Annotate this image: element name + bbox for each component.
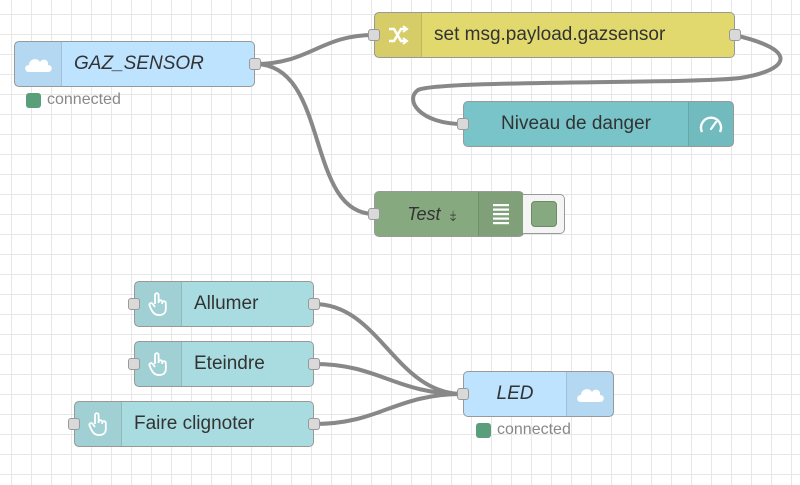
button-port[interactable]: [128, 298, 140, 310]
button-port[interactable]: [68, 418, 80, 430]
output-port[interactable]: [308, 298, 320, 310]
debug-arrow-icon: ⤈: [449, 206, 456, 223]
node-label: GAZ_SENSOR: [74, 53, 204, 74]
node-change[interactable]: set msg.payload.gazsensor: [368, 12, 741, 58]
node-label: Test ⤈: [407, 203, 456, 224]
status-gaz-sensor: connected: [26, 91, 121, 109]
node-label: Niveau de danger: [501, 113, 651, 134]
wire-allumer-to-led[interactable]: [312, 302, 465, 396]
input-port[interactable]: [457, 388, 469, 400]
output-port[interactable]: [249, 58, 261, 70]
output-port[interactable]: [308, 418, 320, 430]
wire-clignoter-to-led[interactable]: [312, 392, 465, 426]
node-label: Eteindre: [194, 353, 265, 374]
input-port[interactable]: [368, 208, 380, 220]
input-port[interactable]: [368, 29, 380, 41]
node-label: Faire clignoter: [134, 413, 255, 434]
gauge-icon: [688, 102, 733, 146]
node-gauge[interactable]: Niveau de danger: [457, 101, 734, 147]
node-gaz-sensor[interactable]: GAZ_SENSOR: [14, 41, 261, 87]
output-port[interactable]: [729, 29, 741, 41]
node-label: Allumer: [194, 293, 259, 314]
hand-pointer-icon: [135, 282, 182, 326]
input-port[interactable]: [457, 118, 469, 130]
node-allumer[interactable]: Allumer: [128, 281, 320, 327]
node-faire-clignoter[interactable]: Faire clignoter: [68, 401, 320, 447]
wire-eteindre-to-led[interactable]: [312, 362, 465, 396]
button-port[interactable]: [128, 358, 140, 370]
status-dot: [26, 92, 41, 108]
hand-pointer-icon: [135, 342, 182, 386]
node-label: set msg.payload.gazsensor: [434, 24, 666, 45]
node-label: LED: [496, 383, 534, 404]
shuffle-icon: [375, 13, 422, 57]
output-port[interactable]: [308, 358, 320, 370]
node-led[interactable]: LED: [457, 371, 614, 417]
cloud-icon: [15, 42, 62, 86]
status-text: connected: [47, 91, 121, 108]
debug-toggle-square: [530, 201, 557, 227]
status-led: connected: [476, 421, 571, 439]
wire-change-to-gauge[interactable]: [411, 33, 783, 126]
wire-gaz-to-debug[interactable]: [253, 62, 376, 216]
status-dot: [476, 422, 491, 438]
node-debug[interactable]: Test ⤈: [368, 191, 524, 237]
hand-pointer-icon: [75, 402, 122, 446]
list-icon: [478, 192, 523, 236]
cloud-icon: [566, 372, 613, 416]
wire-gaz-to-change[interactable]: [253, 33, 376, 66]
debug-toggle-button[interactable]: [523, 194, 565, 234]
node-eteindre[interactable]: Eteindre: [128, 341, 320, 387]
status-text: connected: [497, 421, 571, 438]
